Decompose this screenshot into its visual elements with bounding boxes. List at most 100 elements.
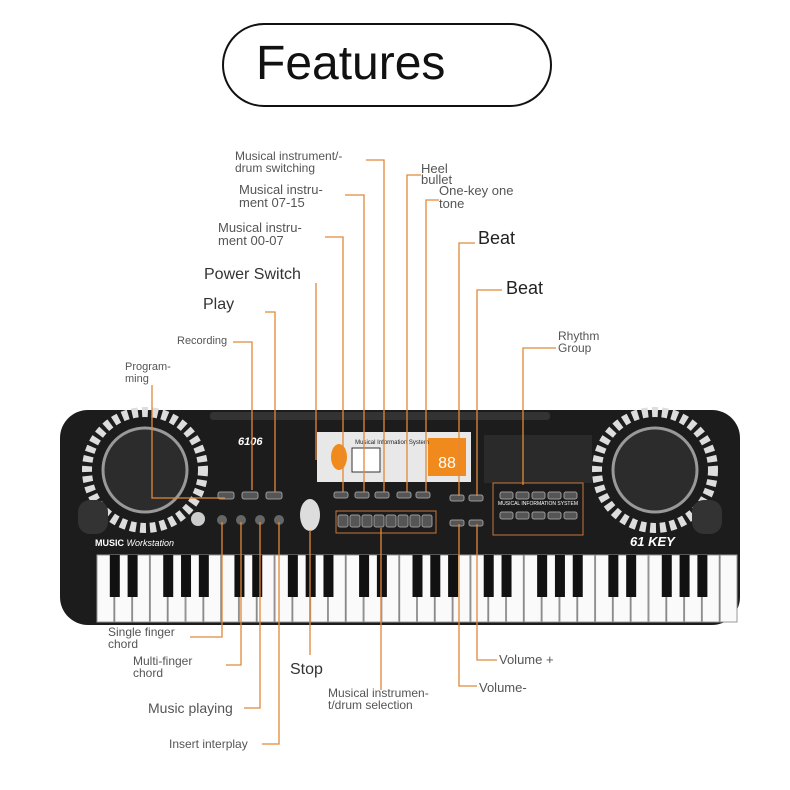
rhythm-button[interactable] — [499, 511, 514, 520]
tone-drum-button[interactable] — [349, 514, 361, 528]
demo-icon — [191, 512, 205, 526]
leader-lines — [151, 159, 556, 745]
tone-drum-button[interactable] — [337, 514, 349, 528]
play-button[interactable] — [265, 491, 283, 500]
function-button[interactable] — [374, 491, 390, 499]
black-key[interactable] — [234, 555, 245, 597]
left-vent — [78, 500, 108, 534]
black-key[interactable] — [430, 555, 441, 597]
round-button[interactable] — [255, 515, 265, 525]
rhythm-button[interactable] — [547, 491, 562, 500]
display-caption: Musical Information System — [355, 440, 429, 446]
black-key[interactable] — [359, 555, 370, 597]
label-instrument-drum-switching: Musical instrument/- drum switching — [235, 149, 343, 175]
round-button[interactable] — [274, 515, 284, 525]
stop-button[interactable] — [300, 499, 320, 531]
label-stop: Stop — [290, 661, 323, 678]
tone-drum-button[interactable] — [409, 514, 421, 528]
rhythm-button[interactable] — [563, 511, 578, 520]
panel-caption: MUSICAL INFORMATION SYSTEM — [498, 501, 578, 507]
leader-line — [345, 194, 365, 492]
rhythm-button[interactable] — [531, 491, 546, 500]
power-switch[interactable] — [331, 444, 347, 470]
black-key[interactable] — [697, 555, 708, 597]
record-button[interactable] — [241, 491, 259, 500]
function-button[interactable] — [333, 491, 349, 499]
lcd-display — [428, 438, 466, 476]
brand-label: MUSIC Workstation — [95, 538, 174, 548]
function-button[interactable] — [396, 491, 412, 499]
round-button[interactable] — [217, 515, 227, 525]
leader-line — [262, 522, 280, 745]
black-key[interactable] — [252, 555, 263, 597]
title-frame — [222, 23, 552, 107]
instrument-icon — [351, 447, 381, 473]
piano-keys[interactable] — [96, 554, 738, 623]
black-key[interactable] — [626, 555, 637, 597]
black-key[interactable] — [323, 555, 334, 597]
rhythm-button[interactable] — [499, 491, 514, 500]
function-button[interactable] — [415, 491, 431, 499]
label-heel-bullet: Heel bullet — [421, 161, 453, 187]
tone-drum-button[interactable] — [361, 514, 373, 528]
tone-drum-button[interactable] — [421, 514, 433, 528]
black-key[interactable] — [305, 555, 316, 597]
black-key[interactable] — [181, 555, 192, 597]
black-key[interactable] — [163, 555, 174, 597]
black-key[interactable] — [572, 555, 583, 597]
leader-line — [458, 242, 475, 496]
volume-down-button[interactable] — [449, 519, 465, 527]
black-key[interactable] — [483, 555, 494, 597]
model-number: 6106 — [238, 436, 263, 448]
beat-down-button[interactable] — [449, 494, 465, 502]
tone-drum-frame — [335, 510, 437, 534]
function-button[interactable] — [354, 491, 370, 499]
tone-drum-button[interactable] — [373, 514, 385, 528]
label-volume-minus: Volume- — [479, 680, 527, 695]
leader-line — [265, 311, 276, 492]
black-key[interactable] — [448, 555, 459, 597]
rhythm-button[interactable] — [563, 491, 578, 500]
leader-line — [226, 522, 242, 666]
volume-up-button[interactable] — [468, 519, 484, 527]
black-key[interactable] — [287, 555, 298, 597]
leader-line — [458, 524, 477, 687]
label-volume-plus: Volume + — [499, 652, 554, 667]
rhythm-button[interactable] — [531, 511, 546, 520]
black-key[interactable] — [679, 555, 690, 597]
black-key[interactable] — [608, 555, 619, 597]
white-key[interactable] — [719, 554, 738, 623]
rhythm-button[interactable] — [547, 511, 562, 520]
leader-line — [233, 341, 253, 490]
tone-drum-button[interactable] — [397, 514, 409, 528]
black-key[interactable] — [127, 555, 138, 597]
label-rhythm-group: Rhythm Group — [558, 329, 600, 355]
black-key[interactable] — [501, 555, 512, 597]
rhythm-button[interactable] — [515, 491, 530, 500]
black-key[interactable] — [661, 555, 672, 597]
label-programming: Program- ming — [125, 361, 171, 385]
black-key[interactable] — [109, 555, 120, 597]
rhythm-group-frame — [492, 482, 584, 536]
label-instrument-07-15: Musical instru- ment 07-15 — [239, 182, 323, 210]
tone-drum-button[interactable] — [385, 514, 397, 528]
beat-up-button[interactable] — [468, 494, 484, 502]
label-instrument-drum-selection: Musical instrumen- t/drum selection — [328, 686, 429, 712]
black-key[interactable] — [537, 555, 548, 597]
label-beat-2: Beat — [506, 278, 544, 298]
key-count-badge: 61 KEY — [630, 534, 676, 549]
round-button[interactable] — [236, 515, 246, 525]
black-key[interactable] — [554, 555, 565, 597]
label-music-playing: Music playing — [148, 700, 233, 716]
label-one-key-one-tone: One-key one tone — [439, 183, 514, 211]
black-key[interactable] — [412, 555, 423, 597]
program-button[interactable] — [217, 491, 235, 500]
black-key[interactable] — [198, 555, 209, 597]
left-speaker — [82, 407, 208, 533]
leader-line — [151, 385, 225, 499]
rhythm-button[interactable] — [515, 511, 530, 520]
page-title: Features — [256, 37, 446, 90]
black-key[interactable] — [376, 555, 387, 597]
leader-line — [476, 289, 502, 496]
